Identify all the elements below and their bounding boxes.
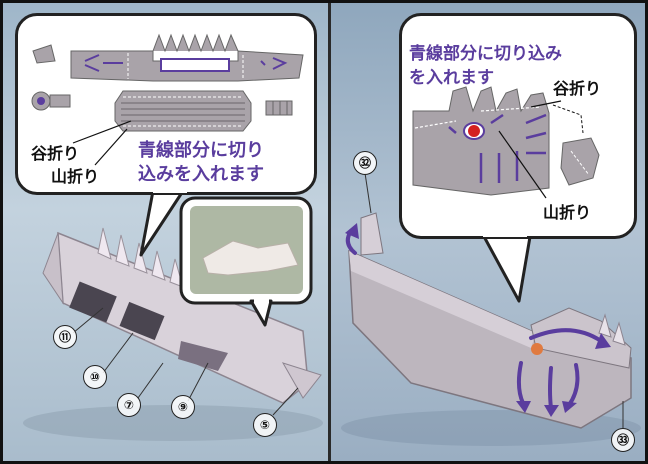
left-valley-fold-label: 谷折り — [31, 144, 80, 163]
part-number-5: ⑤ — [253, 413, 277, 437]
right-parts-diagram — [412, 86, 600, 199]
left-step-panel: 青線部分に切り 込みを入れます 谷折り 山折り ⑪ ⑩ ⑦ ⑨ ⑤ — [3, 3, 328, 461]
left-parts-diagram — [31, 33, 304, 166]
left-cut-instruction-line1: 青線部分に切り — [138, 140, 264, 161]
part-number-7: ⑦ — [117, 393, 141, 417]
part-number-9: ⑨ — [171, 395, 195, 419]
inset-photo-bubble — [179, 196, 313, 327]
part-number-32: ㉜ — [353, 151, 377, 175]
part-number-10: ⑩ — [83, 365, 107, 389]
right-mountain-fold-label: 山折り — [543, 203, 592, 222]
part-number-11: ⑪ — [53, 325, 77, 349]
panel-divider — [328, 3, 331, 461]
right-step-panel: 青線部分に切り込み を入れます 谷折り 山折り ㉜ ㉝ — [331, 3, 645, 461]
right-valley-fold-label: 谷折り — [553, 79, 602, 98]
left-cut-instruction-line2: 込みを入れます — [138, 164, 264, 185]
right-cut-instruction-line1: 青線部分に切り込み — [409, 44, 562, 64]
right-photo — [341, 172, 641, 446]
part-number-33: ㉝ — [611, 428, 635, 452]
left-mountain-fold-label: 山折り — [51, 167, 100, 186]
left-photo — [23, 189, 323, 441]
right-cut-instruction-line2: を入れます — [409, 68, 494, 88]
